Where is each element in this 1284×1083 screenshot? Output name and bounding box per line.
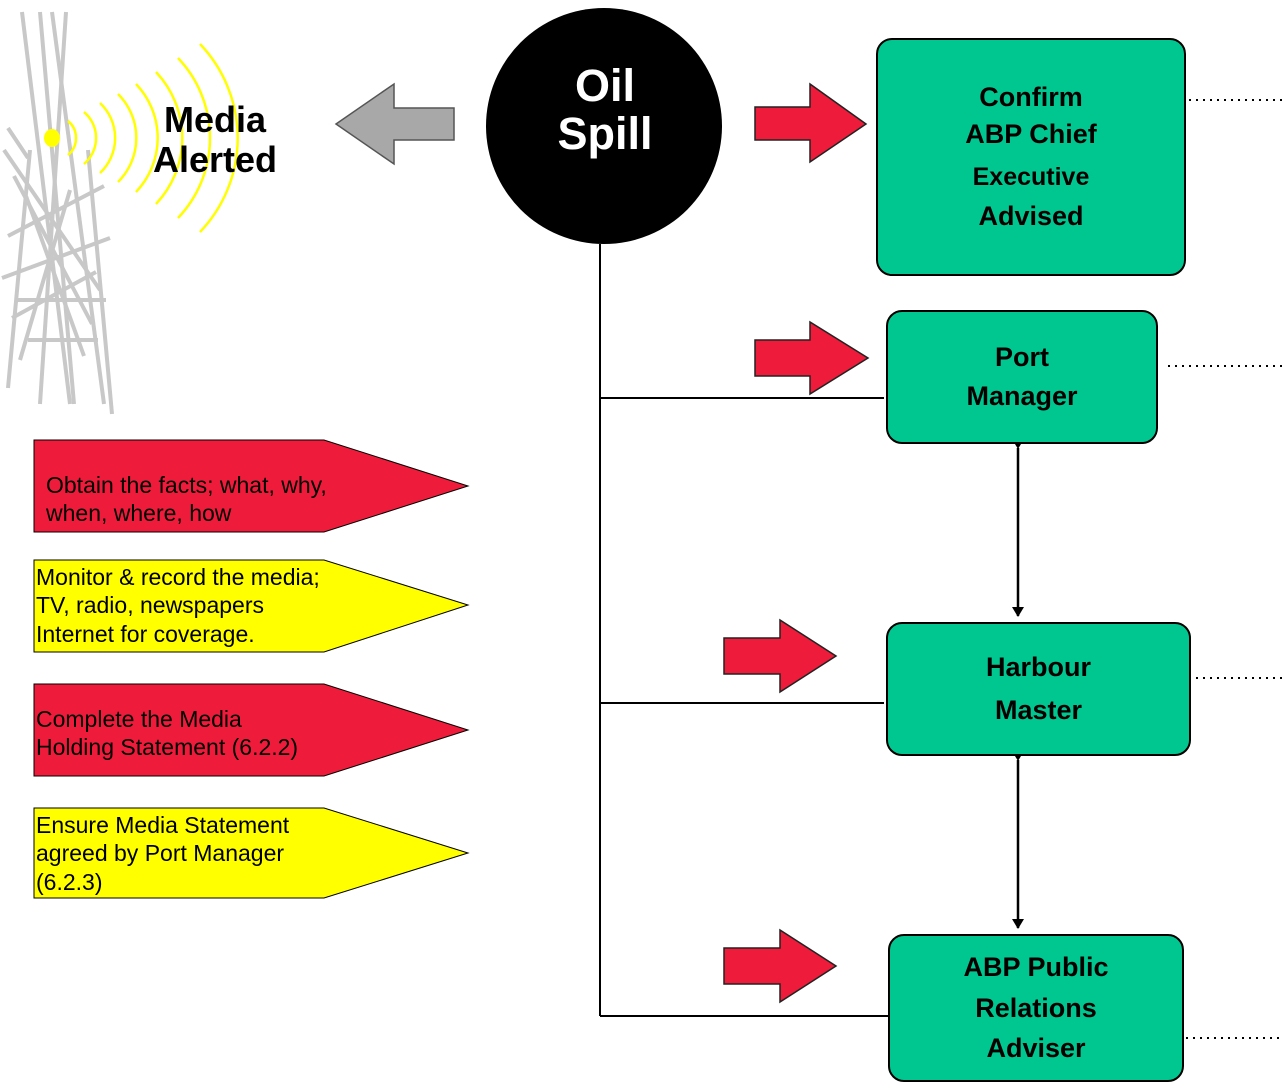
box-pr-adviser: ABP Public Relations Adviser (888, 934, 1184, 1082)
action-1-line-1: Obtain the facts; what, why, (46, 472, 327, 498)
action-tag-2 (33, 559, 470, 653)
action-2-line-1: Monitor & record the media; (36, 564, 320, 590)
action-text-1: Obtain the facts; what, why, when, where… (46, 471, 327, 528)
media-arrow (334, 82, 455, 166)
action-tag-4 (33, 807, 470, 899)
media-alerted-label: Media Alerted (120, 100, 310, 179)
oil-spill-line-1: Oil (574, 60, 635, 111)
action-4-line-2: agreed by Port Manager (36, 840, 285, 867)
action-tag-3 (33, 683, 470, 777)
action-3-line-2: Holding Statement (6.2.2) (36, 734, 299, 761)
connector-lines (599, 244, 888, 1017)
action-text-4: Ensure Media Statement agreed by Port Ma… (36, 811, 289, 896)
port-manager-line-1: Port (995, 342, 1049, 373)
chief-line-1: Confirm (979, 82, 1083, 113)
red-arrow-port-manager (754, 320, 870, 396)
harbour-master-line-2: Master (994, 695, 1083, 725)
red-arrow-harbour-master (723, 618, 838, 694)
dotted-continuations (1168, 99, 1284, 1039)
chief-line-2: ABP Chief (965, 118, 1097, 149)
oil-spill-node (486, 8, 722, 244)
radio-waves-icon (67, 43, 239, 233)
box-harbour-master: Harbour Master (886, 622, 1191, 756)
red-arrow-pr-adviser (723, 928, 838, 1004)
harbour-master-line-1: Harbour (985, 652, 1091, 683)
oil-spill-line-2: Spill (557, 108, 653, 160)
port-manager-line-2: Manager (966, 381, 1078, 411)
action-4-line-3: (6.2.3) (36, 868, 103, 895)
action-2-line-2: TV, radio, newspapers (36, 592, 265, 619)
action-text-3: Complete the Media Holding Statement (6.… (36, 705, 298, 762)
red-arrow-chief (754, 82, 868, 164)
action-text-2: Monitor & record the media; TV, radio, n… (36, 563, 320, 648)
action-1-line-2: when, where, how (46, 500, 232, 527)
pr-adviser-line-2: Relations (975, 992, 1097, 1023)
oil-spill-label: Oil Spill (486, 60, 724, 160)
action-tag-1 (33, 439, 470, 533)
box-chief-executive: Confirm ABP Chief Executive Advised (876, 38, 1186, 276)
action-3-line-1: Complete the Media (36, 706, 242, 732)
pr-adviser-line-1: ABP Public (963, 952, 1109, 983)
action-2-line-3: Internet for coverage. (36, 620, 255, 647)
chief-line-3: Executive (972, 163, 1090, 192)
media-alerted-line-2: Alerted (152, 138, 278, 180)
pr-adviser-line-3: Adviser (986, 1033, 1086, 1064)
box-port-manager: Port Manager (886, 310, 1158, 444)
media-alerted-line-1: Media (163, 99, 267, 140)
signal-source-dot (44, 129, 60, 147)
radio-mast-icon (1, 11, 114, 415)
chief-line-4: Advised (978, 201, 1084, 232)
action-4-line-1: Ensure Media Statement (36, 812, 290, 838)
